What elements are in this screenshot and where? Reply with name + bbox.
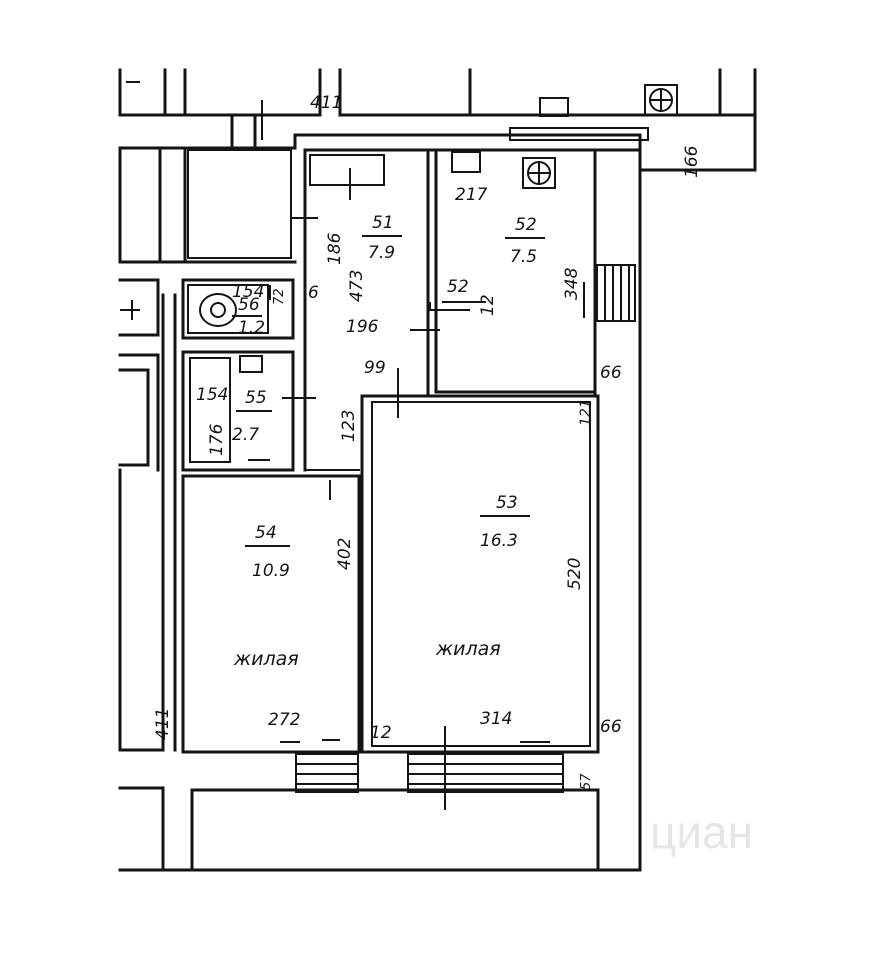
dim-196: 196 — [346, 317, 379, 337]
dimension-labels: 411 166 217 186 473 348 154 72 6 12 196 … — [153, 93, 702, 790]
dim-166: 166 — [682, 145, 702, 178]
dim-121: 121 — [578, 399, 594, 426]
room-51-number: 51 — [372, 213, 394, 233]
room-53-type: жилая — [435, 638, 501, 660]
dim-57: 57 — [579, 773, 594, 790]
dim-72: 72 — [272, 288, 287, 305]
dim-66-b: 66 — [600, 717, 622, 737]
left-fixture-icon — [120, 300, 140, 320]
room-55-area: 2.7 — [232, 425, 259, 445]
room-labels: 51 7.9 52 7.5 52 53 16.3 жилая 54 10.9 ж… — [232, 213, 545, 670]
bath-sink-icon — [239, 355, 263, 373]
dim-176: 176 — [207, 423, 227, 456]
room-54-area: 10.9 — [252, 561, 290, 581]
toilet-icon — [199, 293, 237, 327]
room-52b-number: 52 — [447, 277, 469, 297]
dim-411-bottom: 411 — [153, 708, 173, 740]
watermark-logo: циан — [650, 806, 753, 858]
kitchen-stove-icon — [522, 157, 556, 189]
dim-99: 99 — [364, 358, 386, 378]
dim-348: 348 — [562, 267, 582, 300]
fixtures — [120, 84, 678, 373]
dim-473: 473 — [347, 270, 367, 302]
dim-6: 6 — [308, 283, 319, 303]
stove-icon — [644, 84, 678, 116]
dim-66-a: 66 — [600, 363, 622, 383]
room-54-type: жилая — [233, 648, 299, 670]
room-54-number: 54 — [255, 523, 277, 543]
dim-411-top: 411 — [310, 93, 342, 113]
room-56-area: 1.2 — [238, 318, 265, 338]
room-52-number: 52 — [515, 215, 537, 235]
dim-272: 272 — [268, 710, 300, 730]
dim-154-b: 154 — [196, 385, 228, 405]
room-51-area: 7.9 — [368, 243, 395, 263]
dim-154-a: 154 — [232, 282, 264, 302]
room-53-number: 53 — [496, 493, 518, 513]
room-55-number: 55 — [245, 388, 267, 408]
room-52-area: 7.5 — [510, 247, 537, 267]
walls — [118, 68, 757, 872]
dim-12-a: 12 — [478, 294, 498, 316]
kitchen-sink-icon — [451, 151, 481, 173]
tick-marks — [126, 81, 585, 810]
dim-520: 520 — [565, 558, 585, 590]
dim-12-b: 12 — [370, 723, 392, 743]
dim-123: 123 — [339, 410, 359, 442]
dim-314: 314 — [480, 709, 512, 729]
room-56-number: 56 — [238, 295, 260, 315]
room-53-area: 16.3 — [480, 531, 518, 551]
dim-186: 186 — [325, 232, 345, 265]
sink-icon — [539, 97, 569, 117]
radiator-icon — [509, 127, 649, 141]
dim-217: 217 — [455, 185, 488, 205]
dim-402: 402 — [335, 538, 355, 570]
